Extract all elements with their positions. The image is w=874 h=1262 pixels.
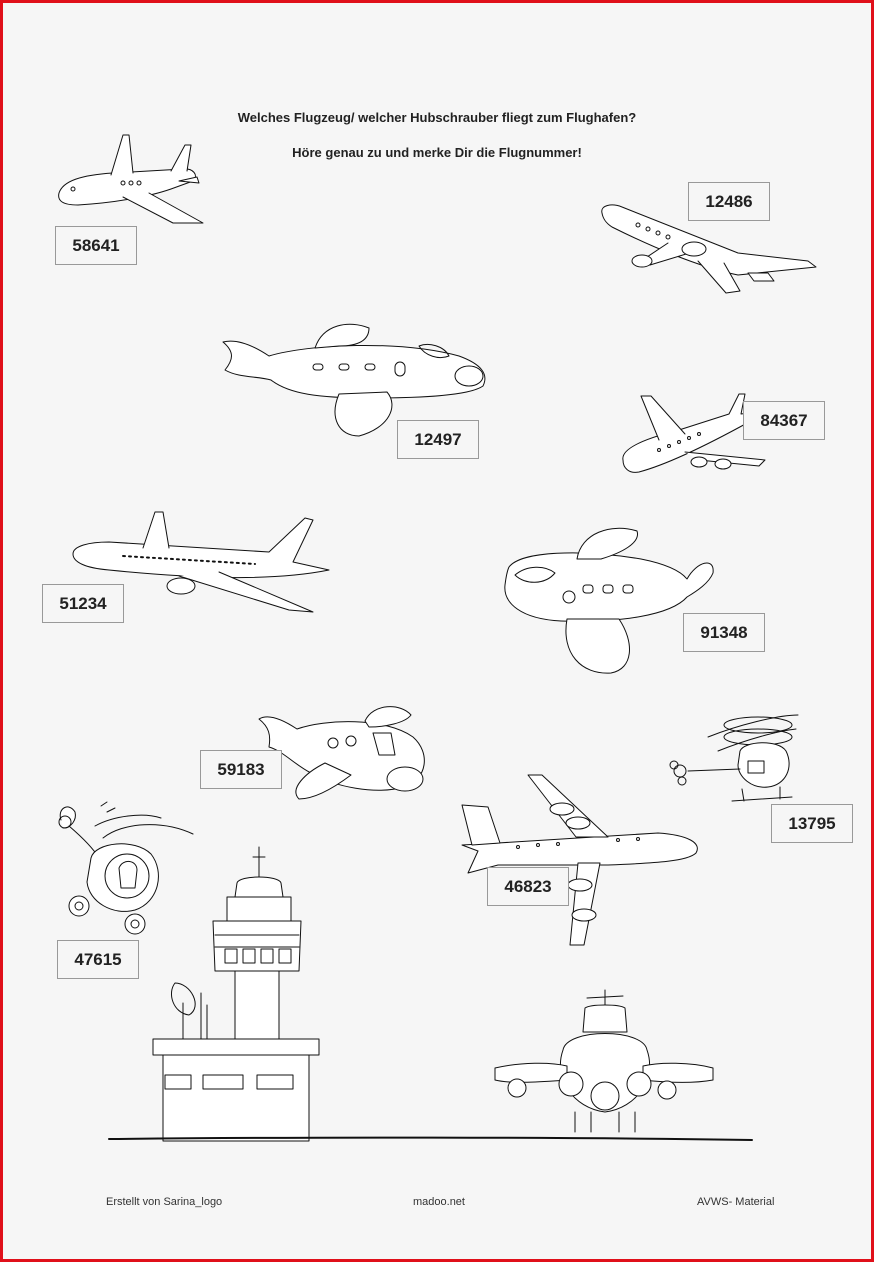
flight-number-tag: 58641	[55, 226, 137, 265]
helicopter-drawing-1	[669, 714, 799, 802]
airliner-drawing-4	[461, 774, 698, 946]
flight-number-tag: 13795	[771, 804, 853, 843]
cartoon-plane-drawing-1	[222, 323, 486, 437]
worksheet-title: Welches Flugzeug/ welcher Hubschrauber f…	[237, 110, 637, 125]
flight-number-tag: 84367	[743, 401, 825, 440]
cartoon-plane-drawing-2	[504, 527, 714, 674]
helicopter-drawing-2	[58, 801, 194, 935]
footer-source: AVWS- Material	[697, 1196, 775, 1208]
ground-line	[108, 1136, 753, 1141]
flight-number-tag: 59183	[200, 750, 282, 789]
control-tower-drawing	[152, 846, 320, 1142]
flight-number-tag: 12486	[688, 182, 770, 221]
footer-site: madoo.net	[413, 1196, 465, 1208]
footer-author: Erstellt von Sarina_logo	[106, 1196, 223, 1208]
jumbo-jet-drawing	[622, 393, 766, 473]
fighter-jet-drawing	[494, 989, 714, 1133]
airliner-drawing-3	[72, 511, 330, 613]
flight-number-tag: 91348	[683, 613, 765, 652]
airliner-drawing-2	[601, 204, 817, 294]
airliner-drawing-1	[58, 134, 204, 224]
flight-number-tag: 46823	[487, 867, 569, 906]
worksheet-instruction: Höre genau zu und merke Dir die Flugnumm…	[292, 145, 582, 160]
flight-number-tag: 51234	[42, 584, 124, 623]
flight-number-tag: 12497	[397, 420, 479, 459]
flight-number-tag: 47615	[57, 940, 139, 979]
cartoon-plane-drawing-3	[258, 706, 425, 800]
